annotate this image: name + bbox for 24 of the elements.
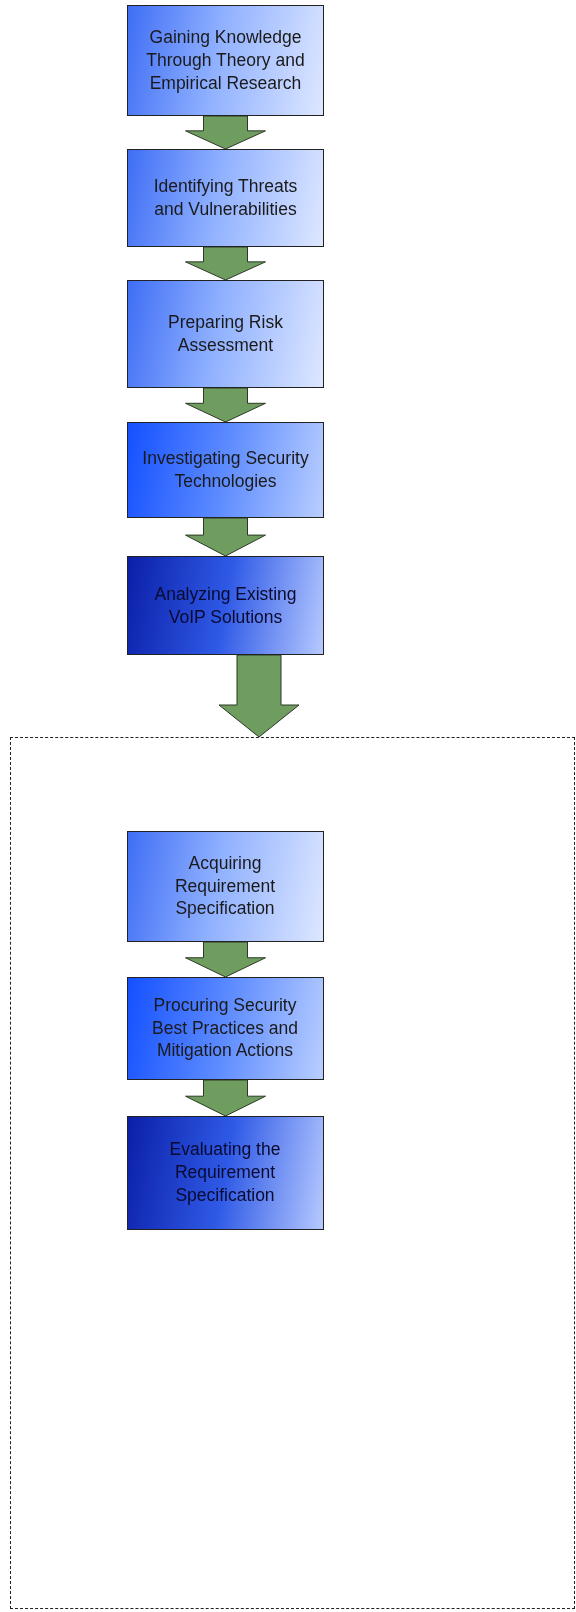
process-box xyxy=(127,280,324,388)
step-text: Gaining Knowledge Through Theory and Empirical Research xyxy=(145,26,306,95)
block-arrow xyxy=(185,517,266,557)
process-box xyxy=(127,556,324,655)
step-text: Procuring Security Best Practices and Mitigation Actions xyxy=(151,993,299,1063)
block-arrow xyxy=(185,115,266,150)
block-arrow xyxy=(185,941,266,978)
block-arrow xyxy=(185,387,266,423)
process-box xyxy=(127,5,324,116)
step-text: Identifying Threats and Vulnerabilities xyxy=(152,175,299,221)
step-text: Acquiring Requirement Specification xyxy=(173,851,277,921)
block-arrow xyxy=(185,1079,266,1117)
step-text: Investigating Security Technologies xyxy=(141,447,310,493)
process-box xyxy=(126,830,324,942)
block-arrow xyxy=(185,246,266,281)
step-text: Preparing Risk Assessment xyxy=(167,311,284,357)
process-box xyxy=(127,149,324,247)
process-box xyxy=(126,976,324,1080)
dashed-group-frame xyxy=(10,737,575,1609)
step-text: Evaluating the Requirement Specification xyxy=(168,1138,282,1207)
process-box xyxy=(126,1115,324,1230)
process-box xyxy=(127,422,324,518)
block-arrow xyxy=(218,654,300,738)
step-text: Analyzing Existing VoIP Solutions xyxy=(153,582,298,629)
